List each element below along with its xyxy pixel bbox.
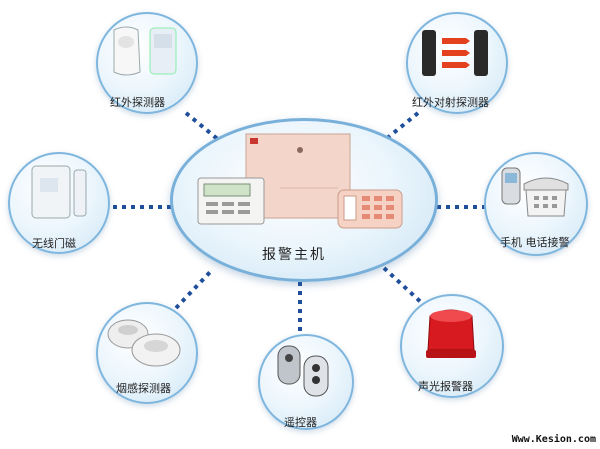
alarm-host-icon <box>197 133 403 229</box>
phone-label: 手机 电话接警 <box>500 236 570 249</box>
connector-smoke <box>174 268 214 310</box>
connector-siren <box>382 266 426 307</box>
phone-icon <box>501 167 569 217</box>
door-label: 无线门磁 <box>32 237 76 250</box>
pir-bubble <box>96 12 198 114</box>
siren-icon <box>426 309 476 358</box>
smoke-label: 烟感探测器 <box>116 382 171 395</box>
smoke-detector-icon <box>107 319 181 367</box>
pir-detector-icon <box>113 26 177 76</box>
remote-control-icon <box>277 345 329 397</box>
pir-label: 红外探测器 <box>110 96 165 109</box>
door-magnet-icon <box>31 165 87 219</box>
beam-detector-icon <box>422 30 488 76</box>
beam-label: 红外对射探测器 <box>412 96 489 109</box>
watermark: Www.Kesion.com <box>511 434 596 445</box>
phone-bubble <box>484 152 588 256</box>
siren-label: 声光报警器 <box>418 380 473 393</box>
alarm-host-label: 报警主机 <box>262 247 326 263</box>
remote-label: 遥控器 <box>284 416 317 429</box>
